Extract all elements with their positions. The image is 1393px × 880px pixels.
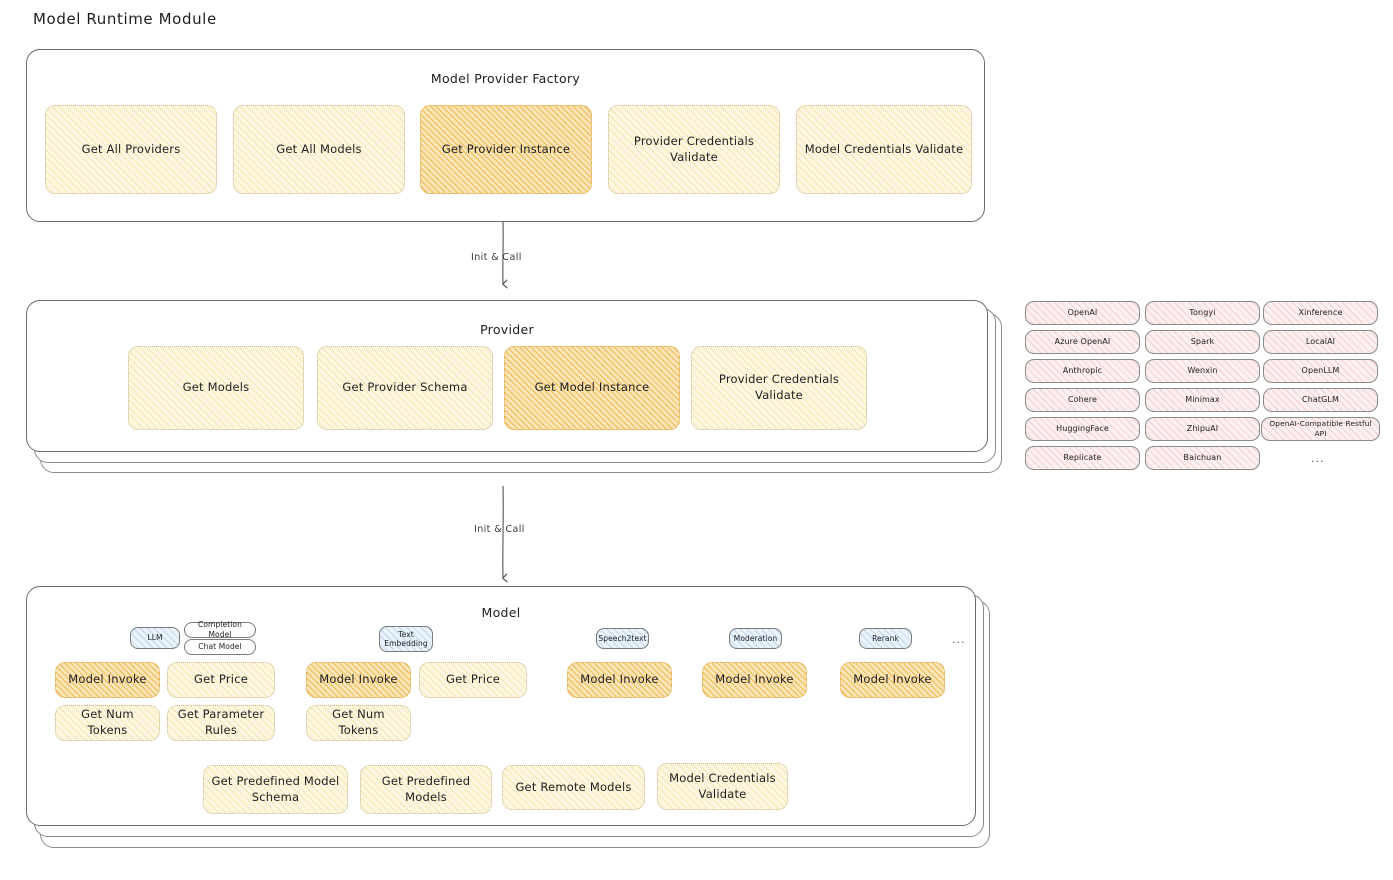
node-get-all-providers[interactable]: Get All Providers bbox=[45, 105, 217, 194]
edge-label-init-call-2: Init & Call bbox=[474, 524, 525, 535]
provider-chip-openai-compatible-restful-api[interactable]: OpenAI-Compatible Restful API bbox=[1261, 417, 1380, 441]
provider-chip-chatglm[interactable]: ChatGLM bbox=[1263, 388, 1378, 412]
panel-model: Model bbox=[26, 586, 976, 826]
node-llm-get-price[interactable]: Get Price bbox=[167, 662, 275, 698]
node-get-model-instance[interactable]: Get Model Instance bbox=[504, 346, 680, 430]
node-provider-credentials-validate[interactable]: Provider Credentials Validate bbox=[608, 105, 780, 194]
provider-list-more-ellipsis: ... bbox=[1311, 452, 1325, 465]
node-model-credentials-validate-2[interactable]: Model Credentials Validate bbox=[657, 763, 788, 810]
provider-chip-wenxin[interactable]: Wenxin bbox=[1145, 359, 1260, 383]
provider-chip-huggingface[interactable]: HuggingFace bbox=[1025, 417, 1140, 441]
model-subtype-chip-completion-model[interactable]: Completion Model bbox=[184, 620, 256, 639]
provider-chip-cohere[interactable]: Cohere bbox=[1025, 388, 1140, 412]
model-type-chip-text-embedding[interactable]: Text Embedding bbox=[379, 626, 433, 652]
model-groups-more-ellipsis: ... bbox=[952, 633, 966, 646]
node-get-predefined-models[interactable]: Get Predefined Models bbox=[360, 765, 492, 814]
node-text-embedding-get-price[interactable]: Get Price bbox=[419, 662, 527, 698]
provider-chip-anthropic[interactable]: Anthropic bbox=[1025, 359, 1140, 383]
provider-chip-localai[interactable]: LocalAI bbox=[1263, 330, 1378, 354]
node-model-credentials-validate[interactable]: Model Credentials Validate bbox=[796, 105, 972, 194]
provider-chip-openai[interactable]: OpenAI bbox=[1025, 301, 1140, 325]
provider-chip-baichuan[interactable]: Baichuan bbox=[1145, 446, 1260, 470]
model-type-chip-llm[interactable]: LLM bbox=[130, 627, 180, 649]
panel-title-model: Model bbox=[481, 605, 521, 620]
node-get-predefined-model-schema[interactable]: Get Predefined Model Schema bbox=[203, 765, 348, 814]
node-get-remote-models[interactable]: Get Remote Models bbox=[502, 765, 645, 810]
node-rerank-model-invoke[interactable]: Model Invoke bbox=[840, 662, 945, 698]
provider-chip-replicate[interactable]: Replicate bbox=[1025, 446, 1140, 470]
node-text-embedding-model-invoke[interactable]: Model Invoke bbox=[306, 662, 411, 698]
node-speech2text-model-invoke[interactable]: Model Invoke bbox=[567, 662, 672, 698]
model-type-chip-moderation[interactable]: Moderation bbox=[729, 628, 782, 649]
model-type-chip-rerank[interactable]: Rerank bbox=[859, 628, 912, 649]
node-moderation-model-invoke[interactable]: Model Invoke bbox=[702, 662, 807, 698]
page-title: Model Runtime Module bbox=[33, 10, 217, 28]
edge-label-init-call-1: Init & Call bbox=[471, 252, 522, 263]
panel-title-provider: Provider bbox=[480, 322, 534, 337]
model-subtype-chip-chat-model[interactable]: Chat Model bbox=[184, 639, 256, 655]
node-get-provider-instance[interactable]: Get Provider Instance bbox=[420, 105, 592, 194]
node-get-models[interactable]: Get Models bbox=[128, 346, 304, 430]
model-type-chip-speech2text[interactable]: Speech2text bbox=[596, 628, 649, 649]
provider-chip-openllm[interactable]: OpenLLM bbox=[1263, 359, 1378, 383]
panel-title-factory: Model Provider Factory bbox=[430, 71, 581, 86]
provider-chip-spark[interactable]: Spark bbox=[1145, 330, 1260, 354]
provider-chip-azure-openai[interactable]: Azure OpenAI bbox=[1025, 330, 1140, 354]
node-provider-credentials-validate-2[interactable]: Provider Credentials Validate bbox=[691, 346, 867, 430]
node-llm-model-invoke[interactable]: Model Invoke bbox=[55, 662, 160, 698]
provider-chip-xinference[interactable]: Xinference bbox=[1263, 301, 1378, 325]
provider-chip-minimax[interactable]: Minimax bbox=[1145, 388, 1260, 412]
provider-chip-tongyi[interactable]: Tongyi bbox=[1145, 301, 1260, 325]
node-llm-get-parameter-rules[interactable]: Get Parameter Rules bbox=[167, 705, 275, 741]
provider-chip-zhipuai[interactable]: ZhipuAI bbox=[1145, 417, 1260, 441]
node-llm-get-num-tokens[interactable]: Get Num Tokens bbox=[55, 705, 160, 741]
node-get-provider-schema[interactable]: Get Provider Schema bbox=[317, 346, 493, 430]
node-get-all-models[interactable]: Get All Models bbox=[233, 105, 405, 194]
node-text-embedding-get-num-tokens[interactable]: Get Num Tokens bbox=[306, 705, 411, 741]
